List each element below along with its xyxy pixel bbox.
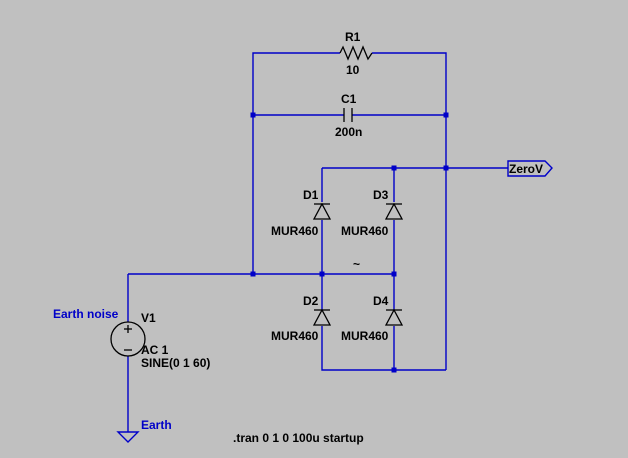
port-flag-icon xyxy=(507,160,553,177)
c1-capacitor[interactable]: C1 200n xyxy=(335,92,362,139)
diode-icon xyxy=(384,202,404,220)
wires xyxy=(127,52,508,432)
junction-dot xyxy=(391,165,397,171)
junction-dot xyxy=(443,112,449,118)
diode-icon xyxy=(312,308,332,326)
v1-ac-label: AC 1 xyxy=(141,343,169,357)
d4-diode[interactable]: D4 MUR460 xyxy=(341,294,404,343)
junctions xyxy=(250,112,449,373)
d4-value-label: MUR460 xyxy=(341,329,389,343)
junction-dot xyxy=(250,112,256,118)
r1-resistor[interactable]: R1 10 xyxy=(339,30,373,77)
c1-value-label: 200n xyxy=(335,125,362,139)
d3-value-label: MUR460 xyxy=(341,224,389,238)
ground-symbol xyxy=(116,431,140,443)
d2-name-label: D2 xyxy=(303,294,319,308)
d3-diode[interactable]: D3 MUR460 xyxy=(341,188,404,238)
c1-name-label: C1 xyxy=(341,92,357,106)
voltage-source-icon xyxy=(110,321,146,357)
wire-r1-right xyxy=(372,52,447,370)
earth-net-label[interactable]: Earth xyxy=(141,418,172,432)
r1-name-label: R1 xyxy=(345,30,361,44)
resistor-zigzag-icon xyxy=(339,45,373,61)
r1-value-label: 10 xyxy=(346,63,360,77)
spice-directive[interactable]: .tran 0 1 0 100u startup xyxy=(233,431,364,445)
junction-dot xyxy=(443,165,449,171)
wire-r1-left xyxy=(252,52,340,274)
d2-diode[interactable]: D2 MUR460 xyxy=(271,294,332,343)
diode-icon xyxy=(312,202,332,220)
junction-dot xyxy=(250,271,256,277)
v1-source-label: SINE(0 1 60) xyxy=(141,356,210,370)
junction-dot xyxy=(391,367,397,373)
zerov-port-flag[interactable]: ZeroV xyxy=(507,160,553,177)
d1-value-label: MUR460 xyxy=(271,224,319,238)
tilde-net-label[interactable]: ~ xyxy=(353,257,360,271)
d1-name-label: D1 xyxy=(303,188,319,202)
earth-noise-net-label[interactable]: Earth noise xyxy=(53,307,119,321)
ground-icon xyxy=(116,431,140,443)
v1-name-label: V1 xyxy=(141,311,156,325)
v1-voltage-source[interactable]: V1 AC 1 SINE(0 1 60) xyxy=(110,311,210,370)
wire-d2-bottom xyxy=(321,326,446,371)
diode-icon xyxy=(384,308,404,326)
junction-dot xyxy=(391,271,397,277)
junction-dot xyxy=(319,271,325,277)
d4-name-label: D4 xyxy=(373,294,389,308)
d1-diode[interactable]: D1 MUR460 xyxy=(271,188,332,238)
zerov-net-label: ZeroV xyxy=(509,162,543,176)
d2-value-label: MUR460 xyxy=(271,329,319,343)
d3-name-label: D3 xyxy=(373,188,389,202)
